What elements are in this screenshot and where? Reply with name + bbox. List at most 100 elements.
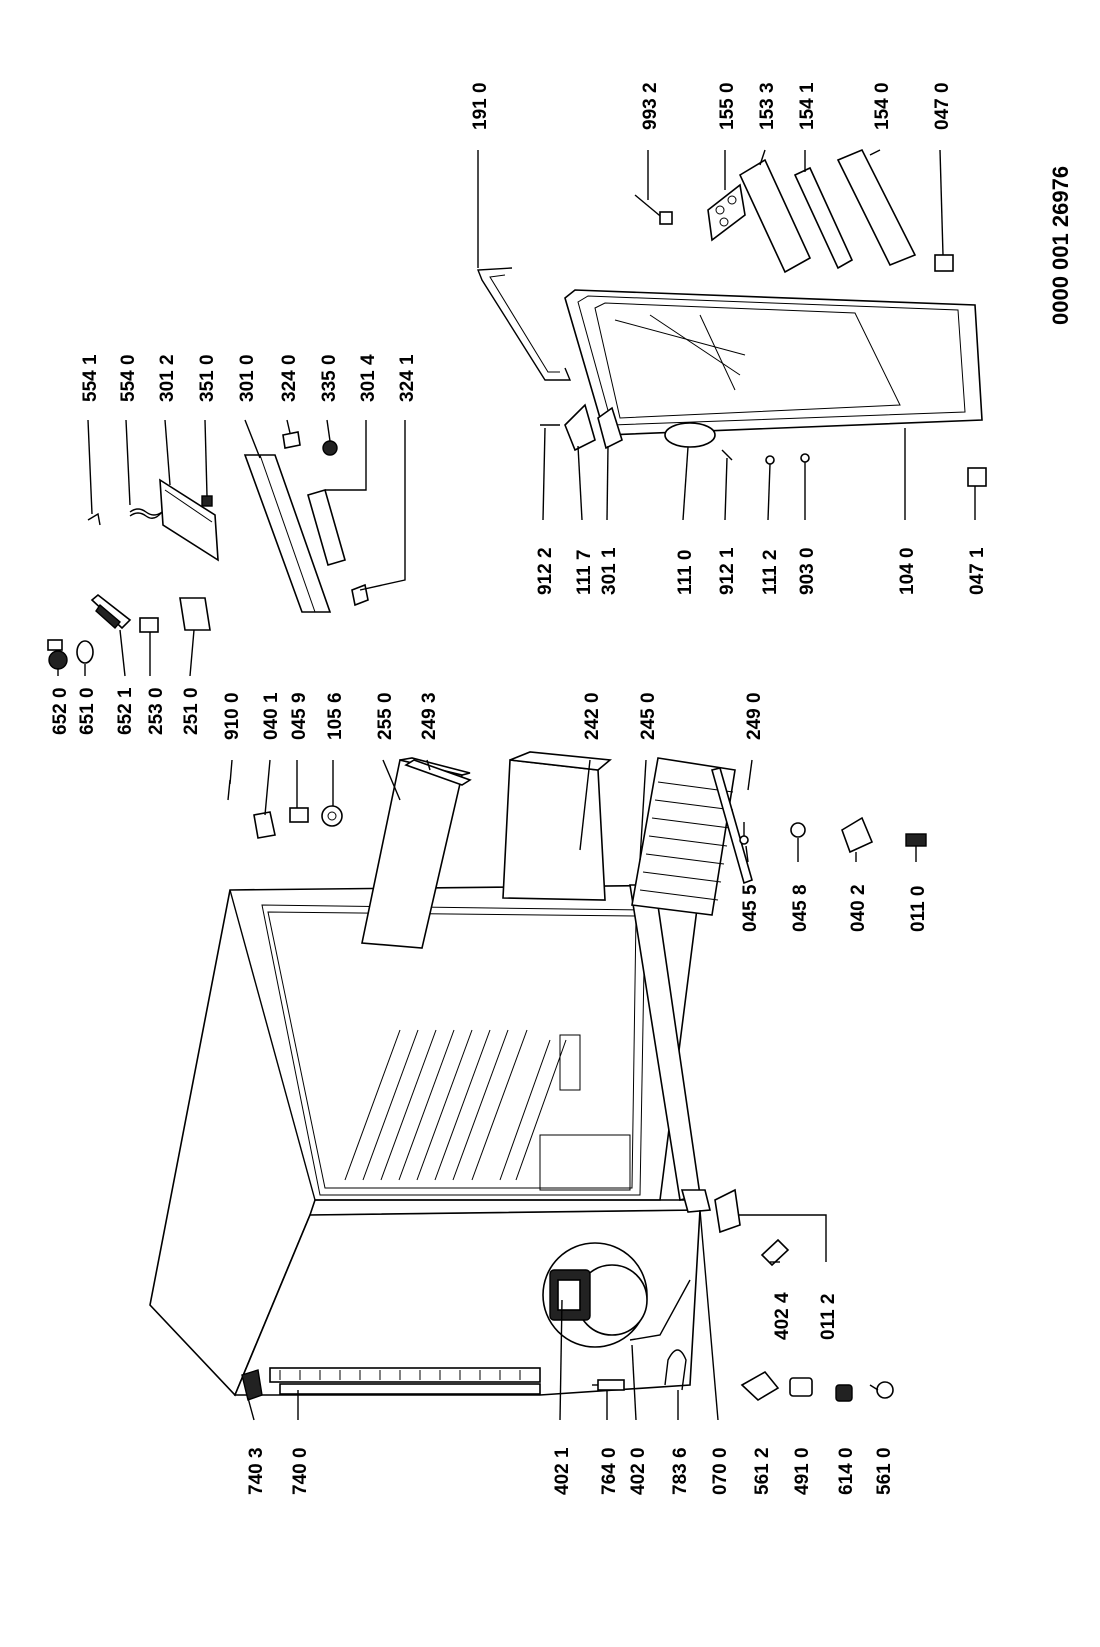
label-6521: 652 1 bbox=[115, 687, 136, 735]
label-6510: 651 0 bbox=[77, 687, 98, 735]
leader-lines bbox=[57, 149, 976, 1421]
dairy-cover-9932 bbox=[634, 194, 673, 225]
label-2510: 251 0 bbox=[181, 687, 202, 735]
label-3350: 335 0 bbox=[319, 354, 340, 402]
handle-3011 bbox=[597, 406, 623, 450]
plug-9030 bbox=[800, 453, 810, 463]
label-2550: 255 0 bbox=[375, 692, 396, 740]
hinge-part-7403 bbox=[241, 1369, 263, 1401]
part-5610 bbox=[869, 1381, 894, 1399]
label-0455: 045 5 bbox=[740, 884, 761, 932]
clip-7836 bbox=[664, 1349, 687, 1391]
label-7400: 740 0 bbox=[290, 1447, 311, 1495]
trim-2490 bbox=[711, 767, 753, 885]
label-0402: 040 2 bbox=[848, 884, 869, 932]
label-7640: 764 0 bbox=[599, 1447, 620, 1495]
screw-9121 bbox=[721, 449, 733, 461]
part-4910 bbox=[789, 1377, 813, 1397]
spring-5540 bbox=[129, 508, 163, 519]
label-5610: 561 0 bbox=[874, 1447, 895, 1495]
part-5612 bbox=[740, 1370, 780, 1401]
label-3014: 301 4 bbox=[358, 354, 379, 402]
label-4020: 402 0 bbox=[628, 1447, 649, 1495]
clip-5541 bbox=[87, 512, 101, 526]
label-3510: 351 0 bbox=[197, 354, 218, 402]
label-2420: 242 0 bbox=[582, 692, 603, 740]
compressor bbox=[542, 1242, 691, 1348]
label-9100: 910 0 bbox=[222, 692, 243, 740]
control-panel-3010 bbox=[243, 454, 332, 613]
handle-1110 bbox=[664, 422, 716, 448]
box-2510 bbox=[179, 597, 211, 631]
label-1540: 154 0 bbox=[872, 82, 893, 130]
label-5541: 554 1 bbox=[80, 354, 101, 402]
knob-6520 bbox=[47, 639, 68, 670]
bushing-0459 bbox=[289, 807, 309, 823]
label-7403: 740 3 bbox=[246, 1447, 267, 1495]
label-1110: 111 0 bbox=[675, 550, 696, 595]
label-2530: 253 0 bbox=[146, 687, 167, 735]
door-1040 bbox=[564, 289, 983, 436]
label-4910: 491 0 bbox=[792, 1447, 813, 1495]
label-6140: 614 0 bbox=[836, 1447, 857, 1495]
cabinet-body bbox=[149, 884, 712, 1397]
bracket-0401 bbox=[253, 811, 276, 839]
washer-0458 bbox=[790, 822, 806, 838]
label-1040: 104 0 bbox=[897, 547, 918, 595]
label-3240: 324 0 bbox=[279, 354, 300, 402]
panel-3014 bbox=[307, 489, 346, 566]
label-3241: 324 1 bbox=[397, 354, 418, 402]
part-labels: 652 0 651 0 652 1 253 0 251 0 910 0 040 … bbox=[50, 82, 988, 1495]
wire-shelf-2450 bbox=[631, 757, 736, 916]
label-1541: 154 1 bbox=[797, 82, 818, 130]
label-0458: 045 8 bbox=[790, 884, 811, 932]
label-6520: 652 0 bbox=[50, 687, 71, 735]
label-2490: 249 0 bbox=[744, 692, 765, 740]
label-4024: 402 4 bbox=[772, 1292, 793, 1340]
hinge-0112 bbox=[714, 1188, 741, 1234]
handle-1117 bbox=[564, 403, 596, 452]
gasket-1910 bbox=[476, 267, 572, 381]
knob-3350 bbox=[322, 440, 338, 456]
label-9122: 912 2 bbox=[535, 547, 556, 595]
part-6140 bbox=[835, 1384, 853, 1402]
label-0112: 011 2 bbox=[818, 1294, 839, 1341]
label-1117: 111 7 bbox=[574, 550, 595, 595]
capacitor-7640 bbox=[592, 1379, 625, 1391]
label-1112: 111 2 bbox=[760, 550, 781, 595]
lamp-6510 bbox=[76, 640, 94, 664]
hinge-cover-0471 bbox=[967, 467, 987, 487]
bracket-3240 bbox=[282, 431, 301, 449]
label-0700: 070 0 bbox=[710, 1447, 731, 1495]
bottle-rack-1533 bbox=[738, 158, 812, 274]
egg-tray-1550 bbox=[707, 183, 746, 242]
label-2493: 249 3 bbox=[419, 692, 440, 740]
screw-0455 bbox=[739, 822, 749, 845]
hinge-0402 bbox=[841, 816, 874, 854]
label-7836: 783 6 bbox=[670, 1447, 691, 1495]
label-9121: 912 1 bbox=[717, 547, 738, 595]
shelf-trim-2493 bbox=[404, 759, 472, 786]
label-5612: 561 2 bbox=[752, 1447, 773, 1495]
label-1056: 105 6 bbox=[325, 692, 346, 740]
part-3510 bbox=[201, 495, 213, 507]
label-0470: 047 0 bbox=[932, 82, 953, 130]
label-1910: 191 0 bbox=[470, 82, 491, 130]
part-4024 bbox=[760, 1238, 790, 1267]
label-2450: 245 0 bbox=[638, 692, 659, 740]
label-9932: 993 2 bbox=[640, 82, 661, 130]
foot-0110 bbox=[905, 833, 927, 847]
label-0471: 047 1 bbox=[967, 547, 988, 595]
switch-2530 bbox=[139, 617, 159, 633]
label-0459: 045 9 bbox=[289, 692, 310, 740]
drawer-2420 bbox=[502, 751, 612, 901]
bracket-3241 bbox=[351, 583, 369, 607]
cap-1056 bbox=[321, 805, 343, 827]
label-9030: 903 0 bbox=[797, 547, 818, 595]
label-5540: 554 0 bbox=[118, 354, 139, 402]
label-0110: 011 0 bbox=[908, 886, 929, 933]
document-number: 0000 001 26976 bbox=[1048, 166, 1073, 325]
label-1550: 155 0 bbox=[717, 82, 738, 130]
label-1533: 153 3 bbox=[757, 82, 778, 130]
